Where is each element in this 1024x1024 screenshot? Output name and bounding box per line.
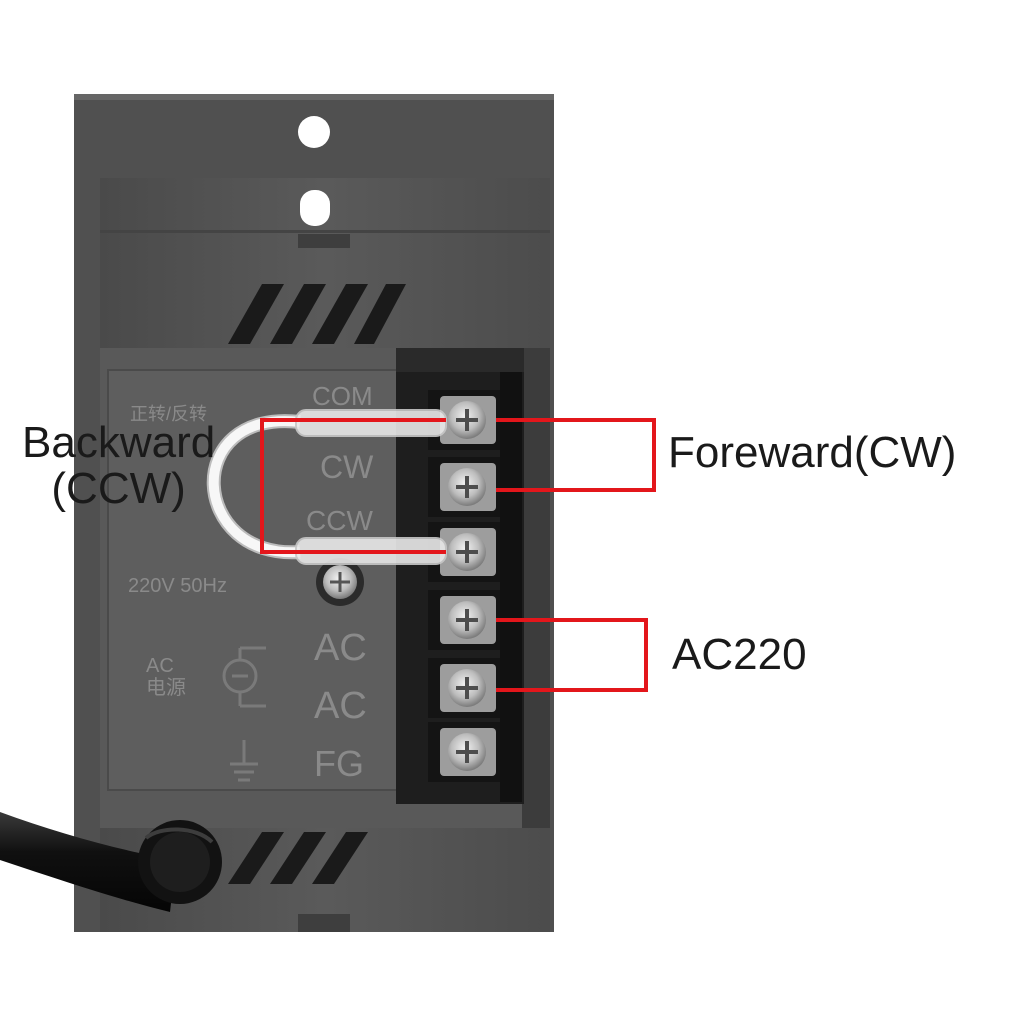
panel-label-fg: FG (314, 743, 364, 784)
panel-label-ac-power-line: 电源 (146, 676, 186, 699)
vent-slots-bottom (228, 832, 368, 884)
panel-label-ac-power: AC 电源 (146, 655, 186, 699)
callout-bracket-forward (496, 418, 656, 492)
screw-icon (428, 722, 500, 782)
panel-label-ac-1: AC (314, 627, 367, 669)
motor-symbol-icon (222, 646, 266, 708)
label-forward-cw: Foreward(CW) (668, 428, 957, 477)
panel-screw-icon (316, 558, 364, 606)
label-backward-line2: (CCW) (51, 464, 186, 513)
vent-slots-top (228, 284, 406, 344)
screw-icon (428, 658, 500, 718)
label-backward-line1: Backward (22, 418, 216, 467)
panel-label-header: 正转/反转 (130, 404, 207, 424)
panel-label-ccw: CCW (306, 505, 373, 536)
mounting-hole-icon (298, 116, 330, 148)
label-ac220: AC220 (672, 630, 807, 679)
screw-icon (428, 590, 500, 650)
panel-label-com: COM (312, 381, 373, 411)
callout-bracket-backward (260, 418, 446, 554)
screw-icon (428, 522, 500, 582)
screw-icon (428, 457, 500, 517)
panel-label-voltage: 220V 50Hz (128, 575, 227, 597)
panel-label-ac-2: AC (314, 685, 367, 727)
power-cable (0, 812, 222, 912)
callout-bracket-ac220 (496, 618, 648, 692)
panel-label-ac-power-line: AC (146, 655, 174, 677)
label-backward-ccw: Backward (CCW) (22, 420, 215, 512)
panel-label-cw: CW (320, 449, 374, 485)
ground-icon (230, 740, 258, 782)
